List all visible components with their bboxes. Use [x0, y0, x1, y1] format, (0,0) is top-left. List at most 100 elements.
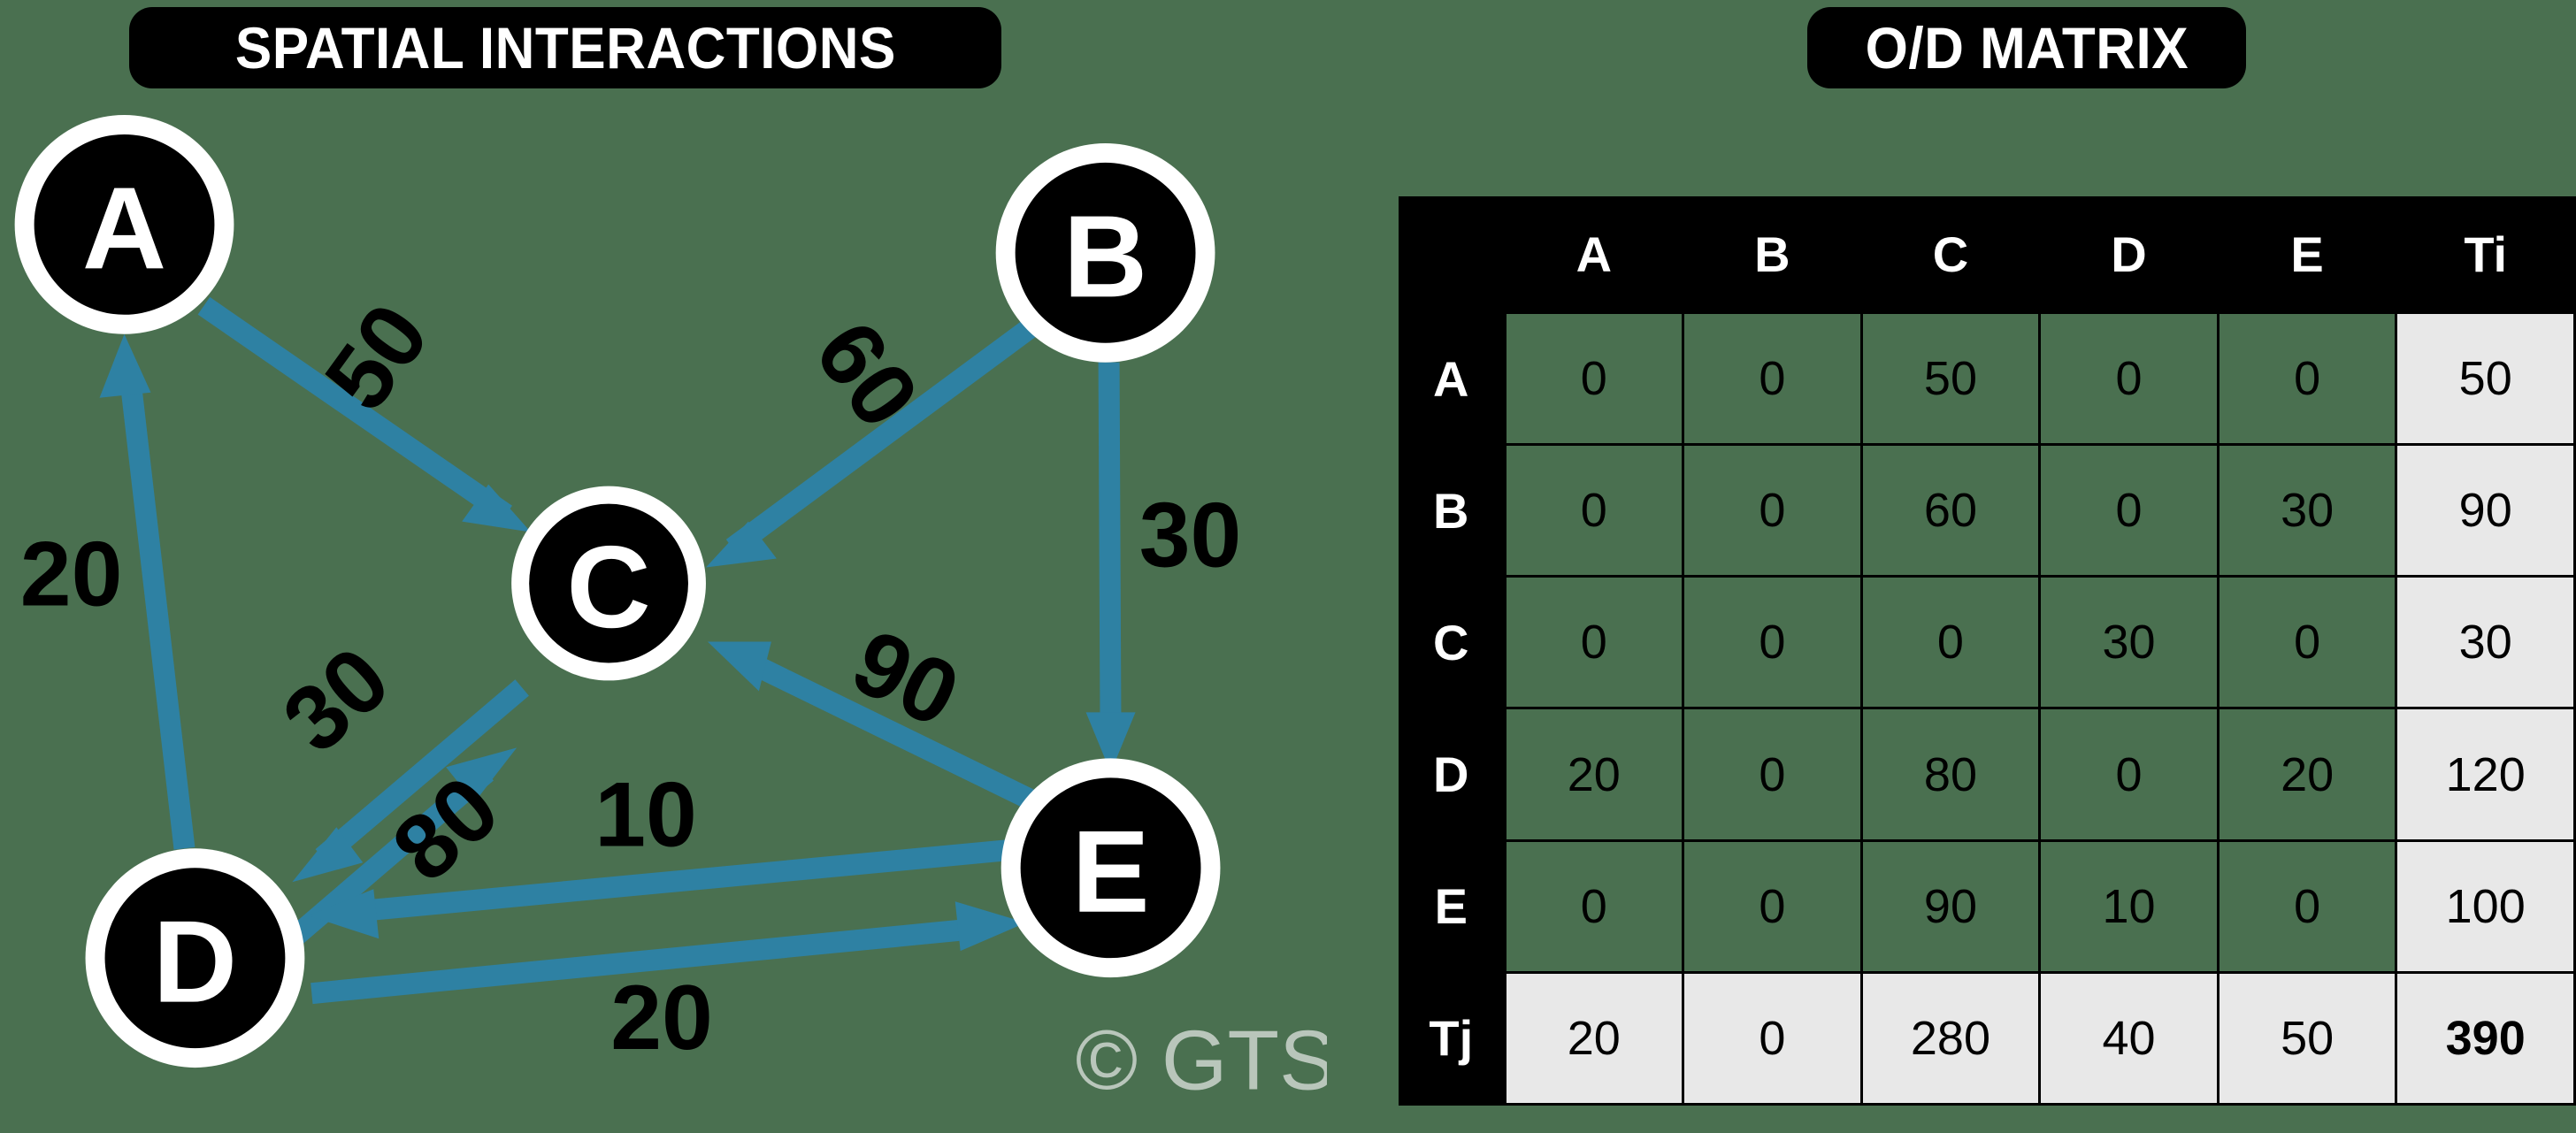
table-row-b: B 0 0 60 0 30 90 [1399, 443, 2576, 578]
cell-d-c: 80 [1859, 707, 2042, 842]
cell-d-b: 0 [1682, 707, 1863, 842]
cell-d-d: 0 [2038, 707, 2220, 842]
cell-tj-a: 20 [1503, 970, 1685, 1106]
cell-e-b: 0 [1682, 838, 1863, 974]
cell-b-ti: 90 [2395, 443, 2576, 578]
edge-e-to-d-arrowhead [308, 889, 380, 939]
table-row-tj: Tj 20 0 280 40 50 390 [1399, 970, 2576, 1106]
edge-a-to-c-label: 50 [305, 286, 448, 429]
node-c-label: C [566, 522, 650, 652]
node-a-fill [34, 134, 215, 315]
node-c-fill [529, 503, 688, 663]
cell-e-e: 0 [2216, 838, 2398, 974]
od-matrix-container: A B C D E Ti A 0 0 50 0 0 50 [1399, 196, 2576, 1106]
cell-tj-e: 50 [2216, 970, 2398, 1106]
spatial-interactions-diagram: 50 60 30 20 [0, 97, 1327, 1133]
edge-d-to-c-arrowhead [446, 747, 518, 803]
cell-a-b: 0 [1682, 310, 1863, 447]
edge-d-to-c-label: 80 [373, 757, 518, 902]
cell-b-d: 0 [2038, 443, 2220, 578]
cell-e-ti: 100 [2395, 838, 2576, 974]
cell-b-e: 30 [2216, 443, 2398, 578]
cell-d-e: 20 [2216, 707, 2398, 842]
node-a[interactable]: A [14, 114, 234, 334]
cell-c-a: 0 [1503, 575, 1685, 710]
edge-d-to-e-line [310, 917, 985, 1005]
spatial-interactions-title-text: SPATIAL INTERACTIONS [234, 15, 896, 80]
node-a-label: A [82, 163, 166, 293]
cell-b-a: 0 [1503, 443, 1685, 578]
node-b[interactable]: B [995, 142, 1215, 363]
edge-c-to-d-arrowhead [292, 827, 364, 883]
col-header-e: E [2218, 196, 2396, 313]
edge-d-to-e-label: 20 [610, 967, 713, 1069]
edge-d-to-a: 20 [20, 333, 196, 850]
table-row-e: E 0 0 90 10 0 100 [1399, 838, 2576, 974]
edge-d-to-a-arrowhead [99, 333, 151, 398]
table-row-d: D 20 0 80 0 20 120 [1399, 707, 2576, 842]
cell-a-c: 50 [1859, 310, 2042, 447]
node-d[interactable]: D [85, 848, 305, 1068]
cell-tj-c: 280 [1859, 970, 2042, 1106]
col-header-a: A [1505, 196, 1683, 313]
col-header-c: C [1861, 196, 2040, 313]
cell-grand-total: 390 [2395, 970, 2576, 1106]
node-d-label: D [153, 897, 237, 1027]
edge-e-to-c-line [738, 649, 1045, 815]
cell-b-b: 0 [1682, 443, 1863, 578]
table-row-a: A 0 0 50 0 0 50 [1399, 310, 2576, 447]
cell-e-a: 0 [1503, 838, 1685, 974]
row-header-c: C [1399, 576, 1505, 708]
cell-c-d: 30 [2038, 575, 2220, 710]
edge-d-to-e: 20 [310, 901, 1026, 1069]
node-c[interactable]: C [511, 486, 706, 681]
cell-d-a: 20 [1503, 707, 1685, 842]
edge-b-to-c-label: 60 [795, 303, 939, 447]
cell-e-c: 90 [1859, 838, 2042, 974]
edge-e-to-d-line [348, 838, 1027, 923]
cell-tj-b: 0 [1682, 970, 1863, 1106]
edge-a-to-c-line [197, 296, 512, 524]
edge-b-to-e-arrowhead [1085, 712, 1136, 773]
edge-b-to-c-line [725, 318, 1038, 557]
cell-c-e: 0 [2216, 575, 2398, 710]
od-matrix-table: A B C D E Ti A 0 0 50 0 0 50 [1399, 196, 2576, 1106]
table-row-c: C 0 0 0 30 0 30 [1399, 575, 2576, 710]
col-header-ti: Ti [2396, 196, 2575, 313]
cell-a-a: 0 [1503, 310, 1685, 447]
row-header-e: E [1399, 840, 1505, 973]
node-d-fill [104, 868, 286, 1049]
network-graph-svg: 50 60 30 20 [14, 114, 1327, 1108]
edge-e-to-d: 10 [308, 763, 1027, 939]
col-header-b: B [1683, 196, 1862, 313]
node-b-fill [1015, 162, 1196, 343]
edge-d-to-a-line [119, 371, 196, 850]
edge-b-to-e-label: 30 [1139, 485, 1242, 587]
cell-a-e: 0 [2216, 310, 2398, 447]
node-e[interactable]: E [1000, 758, 1221, 978]
row-header-d: D [1399, 708, 1505, 841]
od-matrix-title-text: O/D MATRIX [1865, 15, 2189, 80]
edge-a-to-c-arrowhead [462, 484, 532, 532]
od-matrix-title-banner: O/D MATRIX [1807, 7, 2246, 88]
edge-b-to-e: 30 [1085, 362, 1242, 773]
edge-e-to-c: 90 [707, 610, 1045, 815]
edge-d-to-a-label: 20 [20, 524, 123, 626]
row-header-tj: Tj [1399, 972, 1505, 1105]
node-e-fill [1020, 777, 1201, 959]
edge-a-to-c: 50 [197, 286, 532, 532]
node-b-label: B [1063, 191, 1147, 321]
edge-e-to-d-label: 10 [594, 763, 697, 866]
edge-b-to-c-arrowhead [705, 521, 777, 568]
cell-c-b: 0 [1682, 575, 1863, 710]
cell-b-c: 60 [1859, 443, 2042, 578]
cell-a-ti: 50 [2395, 310, 2576, 447]
spatial-interactions-title-banner: SPATIAL INTERACTIONS [129, 7, 1001, 88]
cell-tj-d: 40 [2038, 970, 2220, 1106]
edge-c-to-d-line [315, 679, 529, 866]
cell-a-d: 0 [2038, 310, 2220, 447]
col-header-d: D [2039, 196, 2219, 313]
matrix-corner-cell [1399, 196, 1505, 313]
row-header-a: A [1399, 312, 1505, 445]
